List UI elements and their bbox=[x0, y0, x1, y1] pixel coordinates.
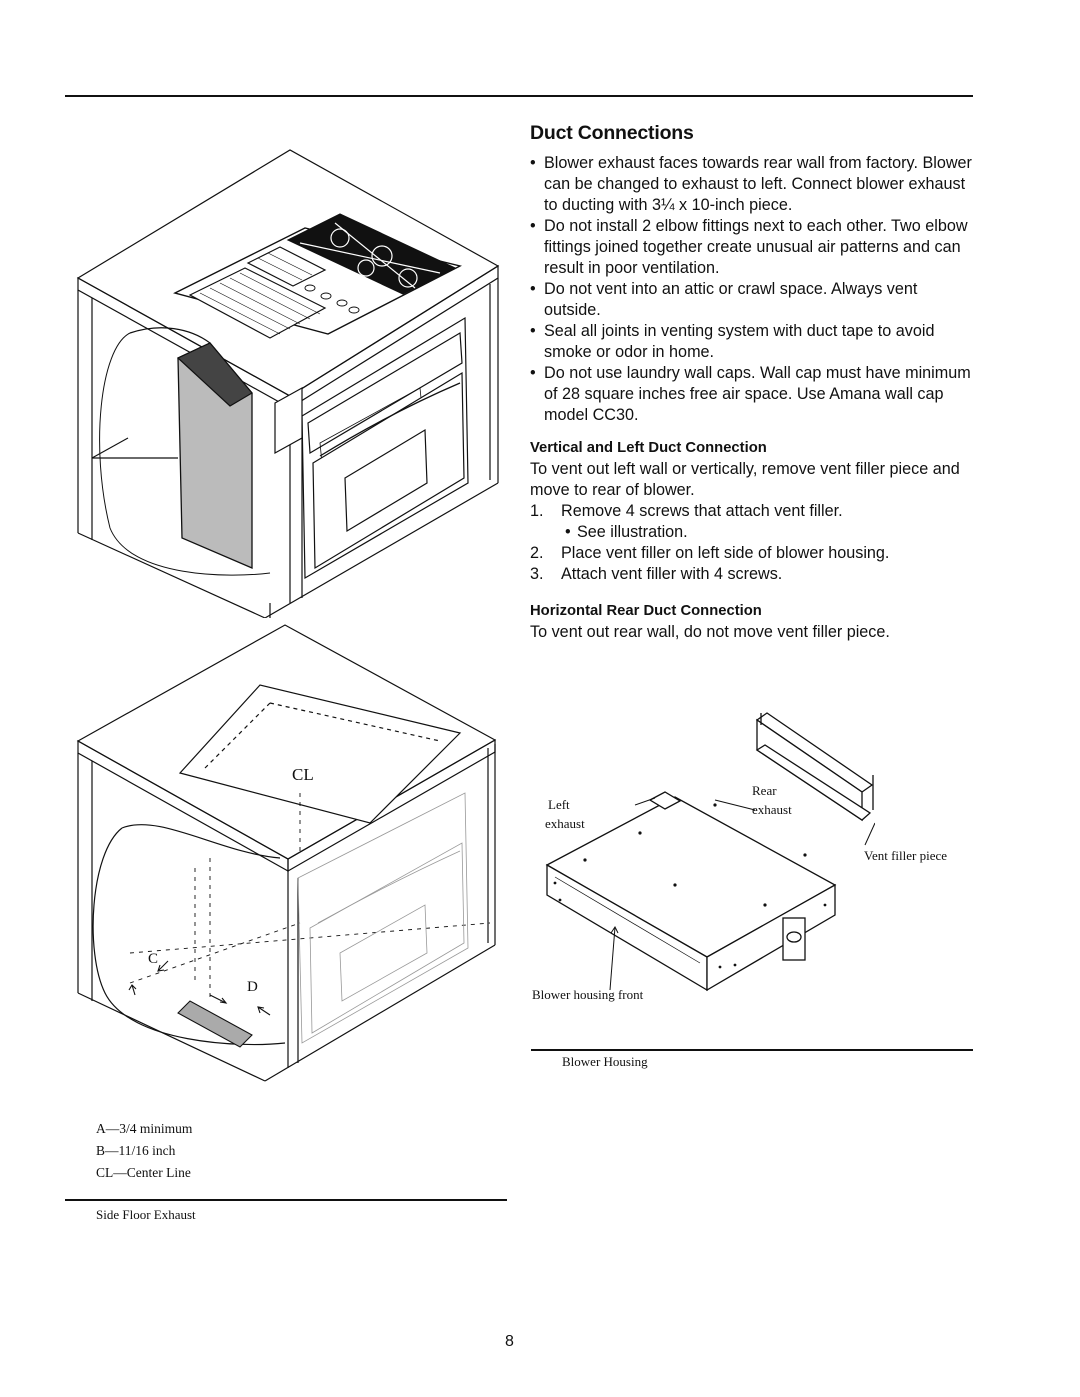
bullet-item: Blower exhaust faces towards rear wall f… bbox=[530, 153, 975, 216]
left-exhaust-label: exhaust bbox=[545, 816, 585, 831]
step-number: 1. bbox=[530, 502, 544, 520]
blower-housing-illustration bbox=[545, 712, 875, 992]
bullet-item: Seal all joints in venting system with d… bbox=[530, 321, 975, 363]
horizontal-rear-heading: Horizontal Rear Duct Connection bbox=[530, 603, 762, 619]
side-floor-exhaust-illustration bbox=[76, 624, 497, 1082]
rear-exhaust-label: Rear bbox=[752, 783, 777, 798]
horizontal-rear-text: To vent out rear wall, do not move vent … bbox=[530, 623, 890, 641]
step-item: 1. Remove 4 screws that attach vent fille… bbox=[530, 501, 975, 522]
vent-filler-label: Vent filler piece bbox=[864, 848, 948, 863]
bullet-item: Do not vent into an attic or crawl space… bbox=[530, 279, 975, 321]
vertical-left-steps-cont: 2. Place vent filler on left side of blow… bbox=[530, 543, 975, 585]
step-text: Place vent filler on left side of blower… bbox=[561, 544, 890, 562]
floor-caption-rule bbox=[65, 1199, 507, 1201]
label-d: D bbox=[247, 979, 258, 995]
vertical-left-steps: 1. Remove 4 screws that attach vent fille… bbox=[530, 501, 975, 522]
step-item: 3. Attach vent filler with 4 screws. bbox=[530, 564, 975, 585]
rear-exhaust-label: exhaust bbox=[752, 802, 792, 817]
bullet-item: Do not install 2 elbow fittings next to … bbox=[530, 216, 975, 279]
step-text: Remove 4 screws that attach vent filler. bbox=[561, 502, 843, 520]
step-text: Attach vent filler with 4 screws. bbox=[561, 565, 783, 583]
floor-figure-legend: A—3/4 minimum B—11/16 inch CL—Center Lin… bbox=[96, 1118, 192, 1184]
step-number: 2. bbox=[530, 544, 544, 562]
blower-front-label: Blower housing front bbox=[532, 987, 644, 1002]
legend-item: B—11/16 inch bbox=[96, 1143, 176, 1158]
step-number: 3. bbox=[530, 565, 544, 583]
cooktop-cabinet-illustration bbox=[76, 149, 500, 618]
vertical-left-heading: Vertical and Left Duct Connection bbox=[530, 440, 767, 456]
see-illustration-note: See illustration. bbox=[530, 522, 975, 543]
top-rule bbox=[65, 95, 973, 97]
blower-caption-rule bbox=[531, 1049, 973, 1051]
vertical-left-intro: To vent out left wall or vertically, rem… bbox=[530, 460, 960, 499]
centerline-mark: CL bbox=[292, 765, 314, 784]
section-title: Duct Connections bbox=[530, 122, 694, 144]
blower-figure-caption: Blower Housing bbox=[562, 1054, 648, 1069]
step-item: 2. Place vent filler on left side of blow… bbox=[530, 543, 975, 564]
duct-bullets: Blower exhaust faces towards rear wall f… bbox=[530, 153, 975, 426]
label-c: C bbox=[148, 951, 159, 967]
duct-connections-section: Duct Connections Blower exhaust faces to… bbox=[530, 122, 975, 643]
bullet-item: Do not use laundry wall caps. Wall cap m… bbox=[530, 363, 975, 426]
page-number: 8 bbox=[505, 1333, 514, 1350]
left-exhaust-label: Left bbox=[548, 797, 570, 812]
legend-item: CL—Center Line bbox=[96, 1165, 191, 1180]
floor-figure-caption: Side Floor Exhaust bbox=[96, 1207, 196, 1222]
legend-item: A—3/4 minimum bbox=[96, 1121, 193, 1136]
